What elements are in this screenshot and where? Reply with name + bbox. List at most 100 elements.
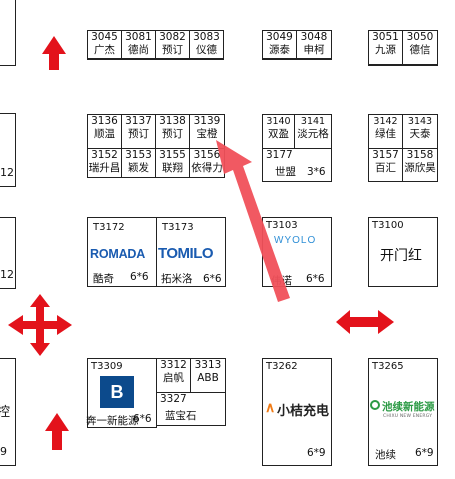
booth-3177[interactable]: 3177 世盟 3*6 <box>263 149 331 181</box>
booth-exhibitor: 拓米洛 <box>161 273 193 285</box>
booth-t3309[interactable]: T3309 B 奔一新能源 6*6 <box>86 358 157 428</box>
booth-exhibitor: 联翔 <box>162 162 183 174</box>
booth-number: 3137 <box>125 115 152 127</box>
booth-exhibitor: 颖发 <box>128 162 149 174</box>
booth-exhibitor: 申柯 <box>303 44 325 56</box>
booth-t3172[interactable]: T3172 ROMADA 酷奇 6*6 <box>87 217 157 287</box>
four-way-arrow-icon <box>8 294 72 356</box>
booth-number: 3049 <box>266 31 293 43</box>
booth-number: 3045 <box>91 31 118 43</box>
booth-number: 3313 <box>194 359 222 371</box>
booth-3327[interactable]: 3327 蓝宝石 <box>157 393 225 425</box>
booth-exhibitor: 源泰 <box>269 44 290 56</box>
booth-exhibitor: ABB <box>197 372 219 384</box>
booth-number: T3309 <box>91 361 123 372</box>
booth-exhibitor: 瑞升昌 <box>88 162 121 174</box>
partial-booth-name: 控 <box>0 405 11 420</box>
booth-exhibitor: 德信 <box>409 44 431 56</box>
xiaoju-logo: 小桔充电 <box>277 404 330 419</box>
booth-exhibitor: 酷奇 <box>93 273 114 285</box>
booth-exhibitor: 开门红 <box>380 248 422 264</box>
booth-number: 3142 <box>373 116 398 127</box>
booth-number: T3100 <box>372 220 404 231</box>
booth-number: 3327 <box>160 393 187 405</box>
partial-booth-size: 12 <box>0 268 14 281</box>
booth-size: 6*6 <box>203 273 222 285</box>
booth-number: T3103 <box>266 220 298 231</box>
booth-t3265[interactable]: T3265 池续新能源 CHIXU NEW ENERGY 池续 6*9 <box>368 358 438 466</box>
up-arrow-icon <box>45 413 69 450</box>
partial-booth-size: 12 <box>0 166 14 179</box>
tomilo-logo: TOMILO <box>158 245 214 262</box>
booth-number: 3138 <box>159 115 186 127</box>
partial-booth-top-left <box>0 0 16 66</box>
booth-t3173[interactable]: T3173 TOMILO 拓米洛 6*6 <box>156 217 226 287</box>
partial-booth-left-1: 12 <box>0 113 16 187</box>
booth-exhibitor: 预订 <box>162 44 183 56</box>
chixu-logo-subtitle: CHIXU NEW ENERGY <box>383 414 433 419</box>
booth-number: 3050 <box>406 31 434 43</box>
booth-number: 3141 <box>300 116 326 127</box>
booth-number: 3048 <box>300 31 328 43</box>
booth-number: 3082 <box>159 31 186 43</box>
booth-number: 3177 <box>266 149 293 161</box>
booth-t3100[interactable]: T3100 开门红 <box>368 217 438 287</box>
booth-number: 3051 <box>372 31 399 43</box>
location-pointer-arrow-icon <box>216 140 290 302</box>
wyolo-logo: WYOLO <box>274 235 317 246</box>
booth-number: 3139 <box>193 115 221 127</box>
booth-exhibitor: 顺温 <box>94 128 115 140</box>
booth-t3262[interactable]: T3262 ∧ 小桔充电 6*9 <box>262 358 332 466</box>
booth-exhibitor: 九源 <box>375 44 396 56</box>
booth-number: 3157 <box>372 149 399 161</box>
booth-number: 3081 <box>125 31 152 43</box>
booth-size: 6*6 <box>130 271 149 283</box>
partial-booth-left-3: 控 9 <box>0 358 16 466</box>
booth-number: T3265 <box>372 361 404 372</box>
booth-exhibitor: 淡元格 <box>297 128 329 140</box>
booth-number: T3172 <box>93 222 125 233</box>
booth-size: 6*6 <box>133 413 152 425</box>
booth-number: T3262 <box>266 361 298 372</box>
booth-number: 3152 <box>91 149 118 161</box>
booth-exhibitor: 蓝宝石 <box>165 410 197 422</box>
booth-size: 6*9 <box>307 447 326 459</box>
booth-number: 3143 <box>407 116 433 127</box>
booth-exhibitor: 宝橙 <box>196 128 218 140</box>
booth-number: 3083 <box>193 31 220 43</box>
booth-number: 3312 <box>160 359 187 371</box>
booth-number: 3156 <box>193 149 221 161</box>
booth-exhibitor: 源欣昊 <box>404 162 436 174</box>
